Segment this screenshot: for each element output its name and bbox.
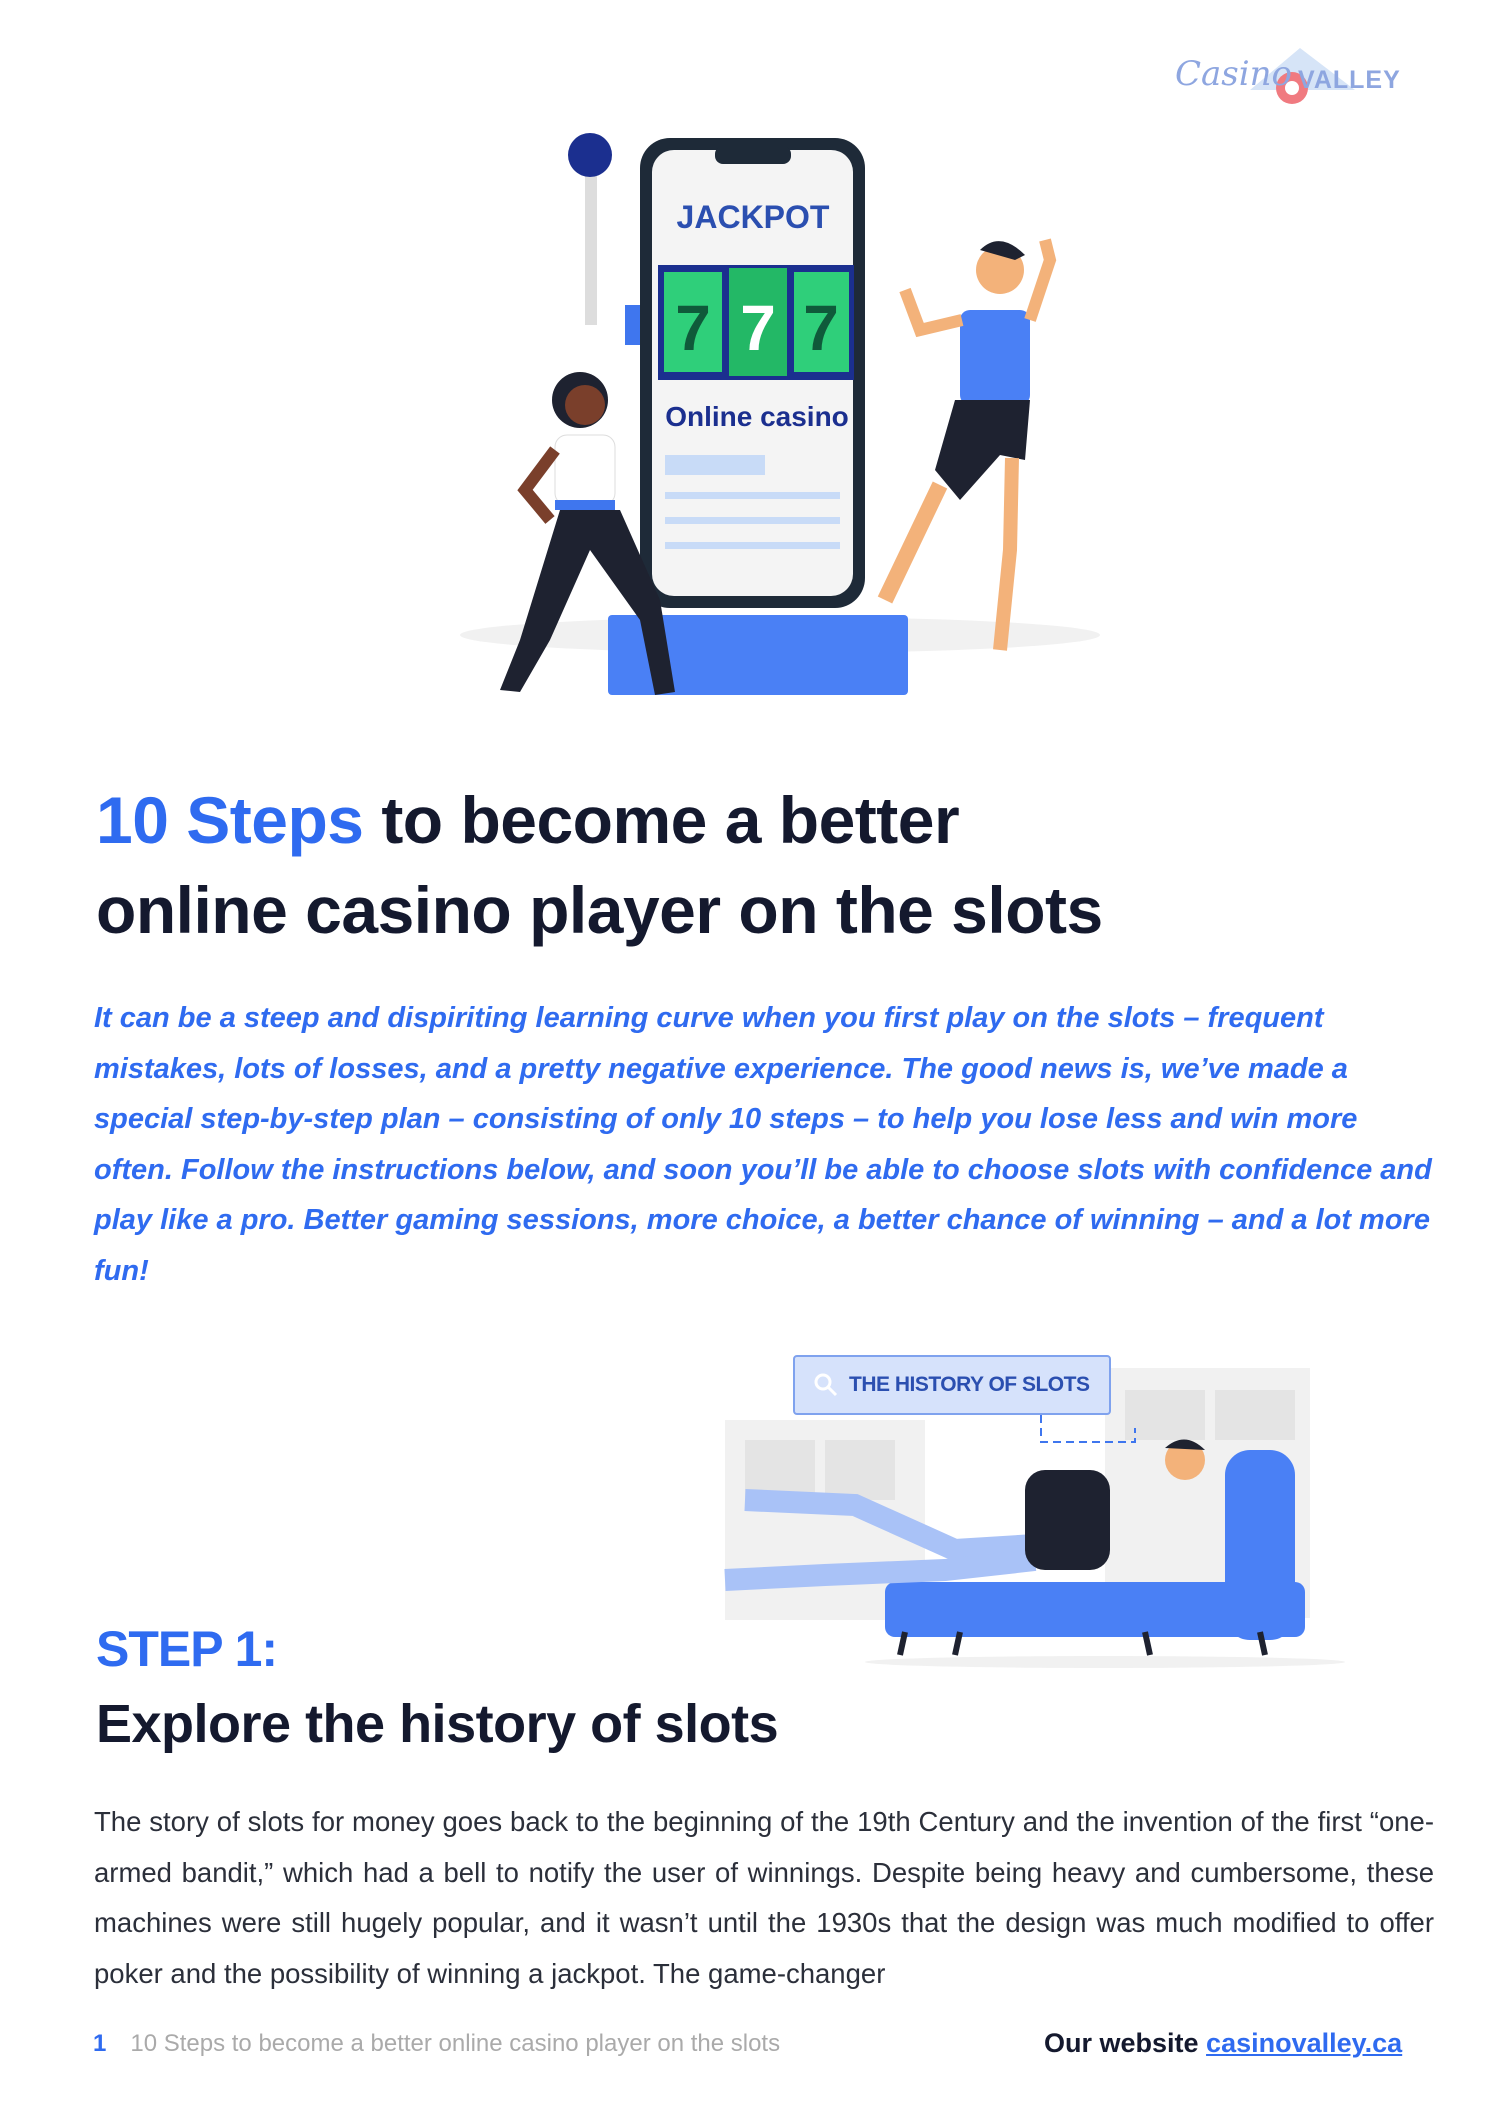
online-casino-label: Online casino: [665, 401, 849, 432]
history-illustration: [705, 1350, 1365, 1670]
lever: [585, 175, 597, 325]
footer-doc-info: 1 10 Steps to become a better online casi…: [93, 2030, 780, 2058]
intro-paragraph: It can be a steep and dispiriting learni…: [94, 1002, 1432, 1287]
svg-text:7: 7: [803, 292, 839, 364]
footer-title: 10 Steps to become a better online casin…: [130, 2030, 781, 2057]
jackpot-label: JACKPOT: [677, 199, 830, 235]
footer-website: Our website casinovalley.ca: [1044, 2028, 1403, 2058]
svg-text:7: 7: [740, 292, 776, 364]
hero-illustration: JACKPOT 7 7 7 Online casino: [440, 80, 1100, 710]
svg-text:7: 7: [675, 292, 711, 364]
history-search-badge: THE HISTORY OF SLOTS: [793, 1355, 1111, 1415]
step-label: STEP 1:: [96, 1621, 278, 1677]
casino-valley-logo: Casino VALLEY: [1170, 40, 1420, 110]
page-number: 1: [93, 2030, 107, 2057]
website-link[interactable]: casinovalley.ca: [1206, 2028, 1403, 2058]
search-icon: [814, 1373, 838, 1397]
mountain-icon: [1250, 48, 1355, 104]
body-paragraph: The story of slots for money goes back t…: [94, 1806, 1434, 1989]
couch: [885, 1582, 1305, 1637]
lever-knob: [568, 133, 612, 177]
man-head: [1165, 1440, 1205, 1480]
step-title: Explore the history of slots: [96, 1694, 779, 1754]
page-title: 10 Steps to become a better online casin…: [96, 783, 1103, 947]
